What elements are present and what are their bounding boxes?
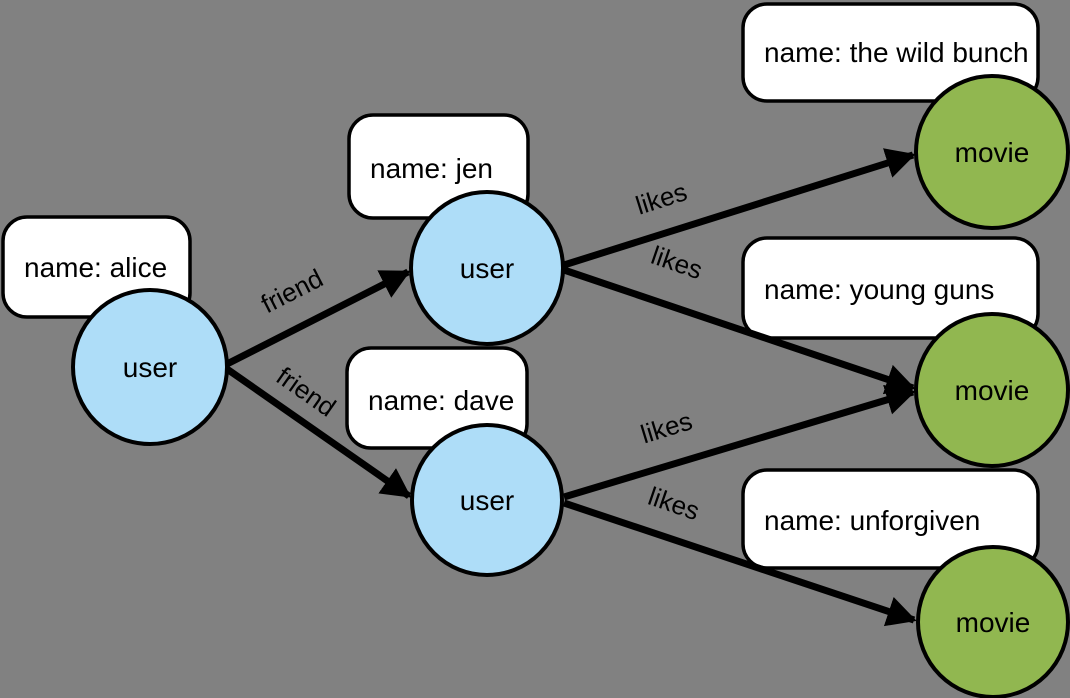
node-user-jen [409, 190, 565, 346]
property-text-unforgiven: name: unforgiven [764, 505, 980, 536]
edge-likes-jen-the-wild-bunch [562, 148, 916, 269]
node-label-young-guns: movie [955, 375, 1030, 406]
property-box-young-guns [741, 236, 1040, 340]
property-text-alice: name: alice [24, 252, 167, 283]
property-labels: name: alice name: jen name: dave name: t… [1, 2, 1040, 570]
node-movie-unforgiven [916, 545, 1070, 698]
edge-likes-jen-young-guns [562, 266, 916, 395]
node-movie-young-guns [914, 312, 1070, 468]
edge-friend-alice-dave [224, 366, 412, 499]
property-box-unforgiven [741, 468, 1040, 570]
edge-friend-alice-jen [225, 268, 411, 368]
node-label-unforgiven: movie [956, 607, 1031, 638]
graph-nodes: user user user movie movie movie [71, 74, 1070, 698]
node-user-dave [410, 423, 564, 577]
property-text-dave: name: dave [368, 385, 514, 416]
edge-likes-dave-young-guns [562, 384, 916, 501]
property-text-jen: name: jen [370, 153, 493, 184]
property-text-the-wild-bunch: name: the wild bunch [764, 37, 1029, 68]
property-text-young-guns: name: young guns [764, 274, 994, 305]
property-box-the-wild-bunch [741, 2, 1040, 103]
node-user-alice [71, 288, 229, 446]
node-label-dave: user [460, 485, 514, 516]
node-label-the-wild-bunch: movie [955, 137, 1030, 168]
node-label-jen: user [460, 253, 514, 284]
edge-likes-dave-unforgiven [562, 499, 917, 627]
node-movie-the-wild-bunch [914, 74, 1070, 230]
node-label-alice: user [123, 352, 177, 383]
